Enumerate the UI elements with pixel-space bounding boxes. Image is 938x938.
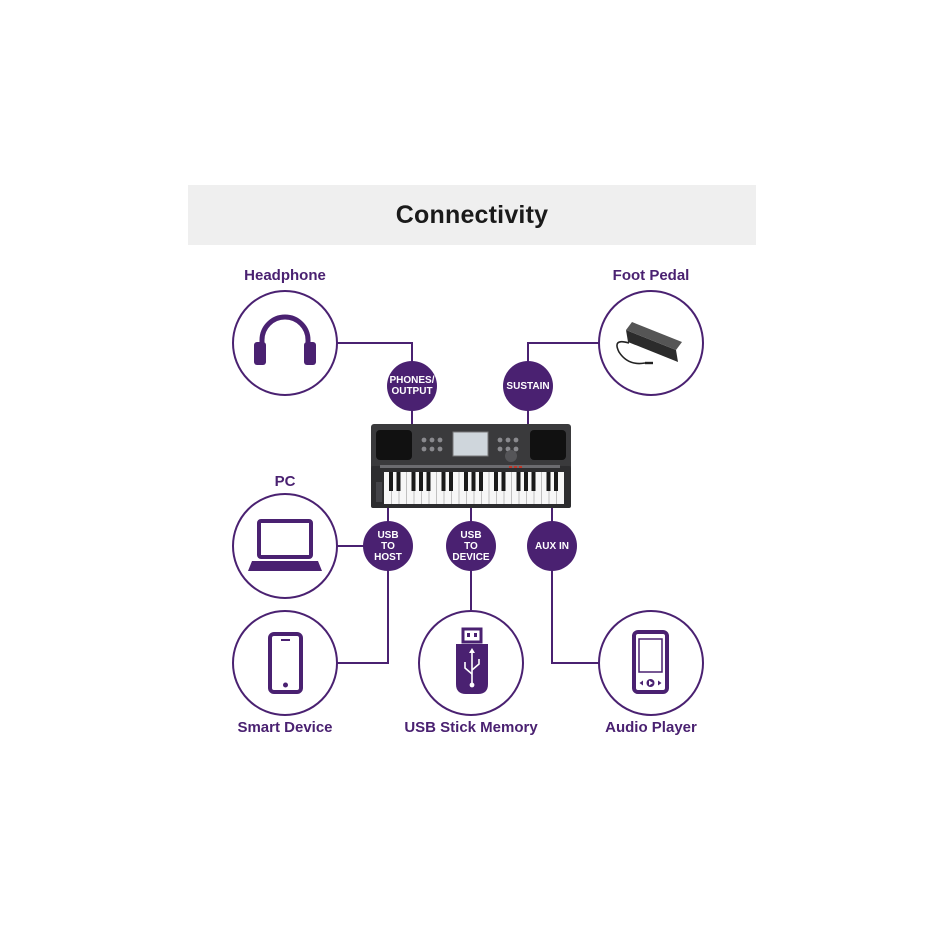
headphone-circle: [233, 291, 337, 395]
line-auxin-audioplayer: [552, 570, 600, 663]
keyboard-illustration: [371, 424, 571, 508]
line-pedal-sustain: [528, 343, 600, 362]
foot-pedal-label: Foot Pedal: [613, 267, 690, 284]
smart-device-label: Smart Device: [237, 719, 332, 736]
port-phones-output: PHONES/ OUTPUT: [387, 361, 437, 411]
audio-player-label: Audio Player: [605, 719, 697, 736]
pc-circle: [233, 494, 337, 598]
port-usb-to-host: USB TO HOST: [363, 521, 413, 571]
port-sustain: SUSTAIN: [503, 361, 553, 411]
line-usbhost-smartdevice: [337, 570, 388, 663]
pc-label: PC: [275, 473, 296, 490]
line-headphone-phones: [337, 343, 412, 362]
usb-stick-label: USB Stick Memory: [404, 719, 537, 736]
headphone-label: Headphone: [244, 267, 326, 284]
smart-device-circle: [233, 611, 337, 715]
port-aux-in: AUX IN: [527, 521, 577, 571]
port-usb-to-device: USB TO DEVICE: [446, 521, 496, 571]
